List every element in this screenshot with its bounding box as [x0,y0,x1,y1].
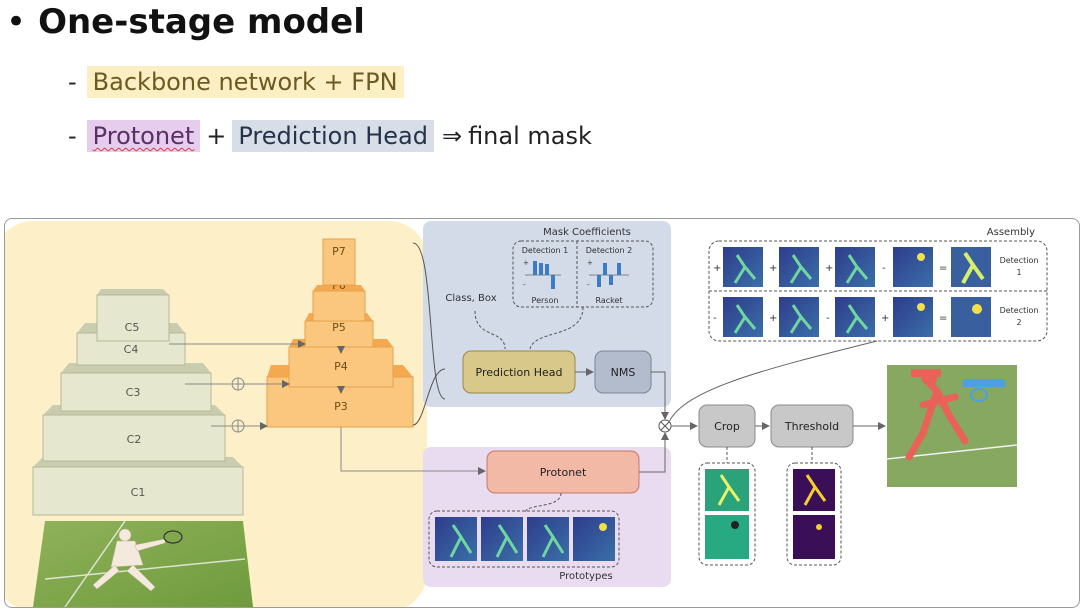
implies-arrow: ⇒ [441,122,463,150]
label-c5: C5 [125,321,140,334]
prediction-head-label: Prediction Head [476,366,563,379]
op-plus: + [825,263,833,274]
label-p3: P3 [334,400,348,413]
mask-coefficients-label: Mask Coefficients [543,227,631,238]
op-minus: - [882,263,886,274]
prototype-maps [435,517,615,561]
protonet-highlight: Protonet [86,120,201,152]
label-c3: C3 [126,386,141,399]
label-p5: P5 [332,321,346,334]
dash: - [68,122,77,150]
coefficient-bars-2: + - [587,259,629,289]
backbone-layers: C1 C2 C3 C4 C5 [32,289,244,516]
layer-c2: C2 [42,405,226,462]
op-plus: + [769,263,777,274]
assembly-row-2: - + - + = Detection 2 [713,297,1038,337]
label-c1: C1 [131,486,146,499]
lateral-connections [169,340,345,433]
nms-label: NMS [611,366,636,379]
dash: - [68,68,77,96]
threshold-label: Threshold [784,420,839,433]
op-minus: - [826,313,830,324]
op-plus: + [769,313,777,324]
backbone-fpn-highlight: Backbone network + FPN [86,66,404,98]
op-plus: + [713,263,721,274]
label-c2: C2 [127,433,142,446]
bullet-line-protonet: - Protonet + Prediction Head ⇒ final mas… [68,120,592,152]
coefficient-bars-1: + - [523,259,561,289]
label-c4: C4 [124,343,139,356]
minus-mark: - [587,281,590,289]
layer-p7: P7 [322,238,356,286]
input-image [33,520,253,607]
slide-title: • One-stage model [6,2,365,42]
plus-sign: + [206,122,227,150]
bullet-glyph: • [6,2,27,42]
plus-mark: + [523,259,529,267]
layer-c5: C5 [96,289,170,342]
prediction-head-highlight: Prediction Head [232,120,434,152]
architecture-diagram: C1 C2 C3 C4 C5 P3 [5,221,1048,607]
layer-c3: C3 [60,363,212,412]
crop-label: Crop [714,420,740,433]
assembly-detection2-a: Detection [1000,306,1039,315]
label-p7: P7 [332,245,346,258]
protonet-label: Protonet [540,466,587,479]
final-mask-text: final mask [468,122,592,150]
assembly-row-1: + + + - = Detection 1 [713,247,1038,287]
layer-c1: C1 [32,457,244,516]
assembly-label: Assembly [987,227,1035,238]
class-box-label: Class, Box [445,293,496,304]
fpn-layers: P3 P4 P5 P6 P7 [266,238,414,428]
op-equals: = [939,263,947,274]
prototypes-label: Prototypes [559,571,612,582]
label-p4: P4 [334,360,348,373]
prototypes-box [428,510,620,568]
op-minus: - [713,313,717,324]
assembly-detection1-b: 1 [1016,268,1021,277]
detection2-label: Detection 2 [586,246,633,255]
minus-mark: - [523,281,526,289]
yolact-architecture-figure: C1 C2 C3 C4 C5 P3 [4,218,1080,608]
assembly-detection1-a: Detection [1000,256,1039,265]
racket-label: Racket [595,296,622,305]
detection1-label: Detection 1 [522,246,569,255]
person-label: Person [532,296,559,305]
op-equals: = [939,313,947,324]
threshold-results [786,462,842,566]
op-plus: + [881,313,889,324]
plus-mark: + [587,259,593,267]
fpn-to-head-bracket [412,242,446,400]
bullet-line-backbone: - Backbone network + FPN [68,66,404,98]
assembly-detection2-b: 2 [1016,318,1021,327]
title-text: One-stage model [38,2,365,42]
output-image [886,365,1018,487]
